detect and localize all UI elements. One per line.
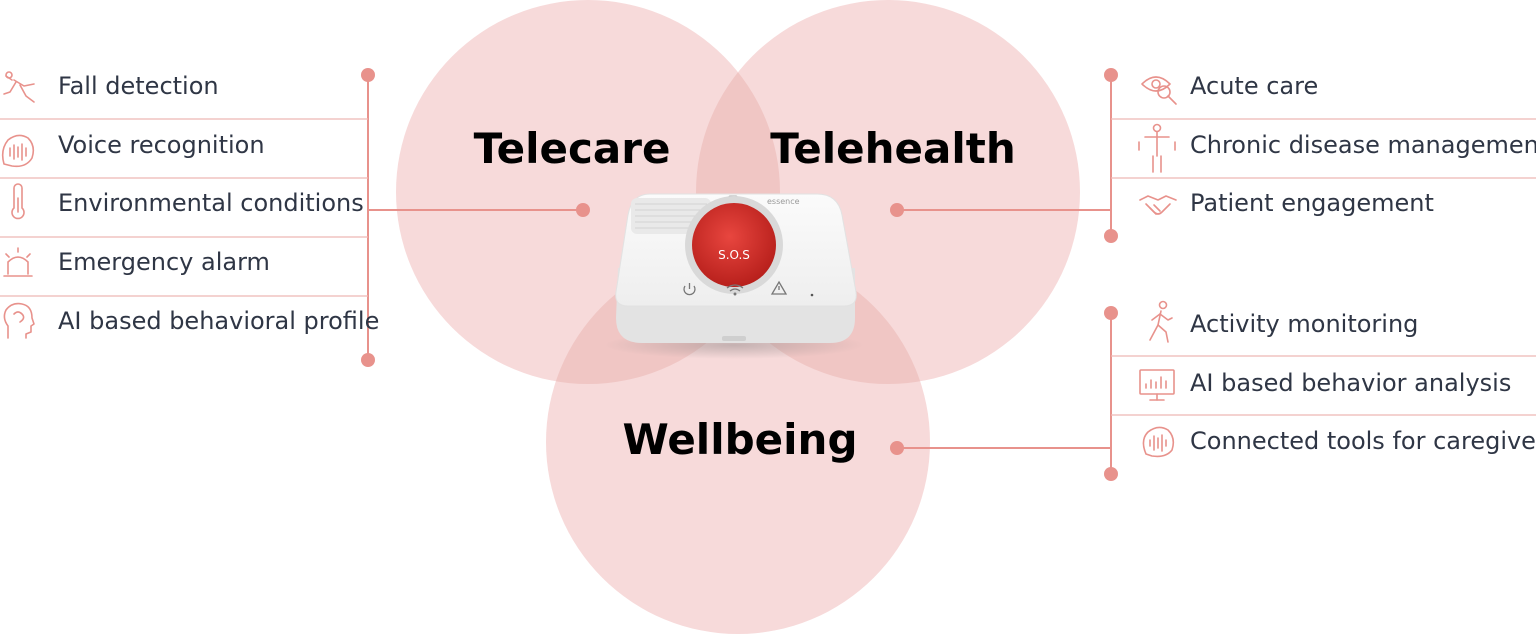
list-item-emergency-alarm: Emergency alarm — [3, 247, 270, 277]
sos-device: essence S.O.S — [604, 193, 864, 359]
list-item-label: Environmental conditions — [58, 189, 364, 217]
list-item-caregiver-tools: Connected tools for caregivers — [1142, 426, 1536, 458]
voice-icon — [1, 134, 35, 168]
telecare-connector-dot — [576, 203, 590, 217]
list-item-label: AI based behavioral profile — [58, 307, 379, 335]
list-item-label: Activity monitoring — [1190, 310, 1418, 338]
right-top-bracket-dot-bottom — [1104, 229, 1118, 243]
monitor-chart-icon — [1139, 369, 1175, 401]
list-item-ai-behavioral-profile: AI based behavioral profile — [3, 302, 379, 339]
right-bottom-feature-list: Activity monitoring AI based behavior an… — [1111, 300, 1536, 458]
thermometer-icon — [11, 183, 25, 220]
wellbeing-connector-dot — [890, 441, 904, 455]
list-item-patient-engagement: Patient engagement — [1139, 189, 1434, 217]
left-bracket-dot-top — [361, 68, 375, 82]
list-item-environmental-conditions: Environmental conditions — [11, 183, 364, 220]
list-item-label: Connected tools for caregivers — [1190, 427, 1536, 455]
device-port — [722, 336, 746, 341]
sos-button — [692, 203, 776, 287]
telehealth-title: Telehealth — [770, 124, 1016, 173]
eye-search-icon — [1141, 76, 1177, 105]
right-top-bracket-dot-top — [1104, 68, 1118, 82]
right-top-feature-list: Acute care Chronic disease management Pa… — [1111, 72, 1536, 217]
walking-person-icon — [1149, 300, 1173, 343]
list-item-label: Chronic disease management — [1190, 131, 1536, 159]
list-item-activity-monitoring: Activity monitoring — [1149, 300, 1418, 343]
list-item-behavior-analysis: AI based behavior analysis — [1139, 369, 1511, 401]
list-item-label: Fall detection — [58, 72, 219, 100]
warning-icon — [770, 280, 788, 295]
wifi-icon — [726, 284, 744, 296]
telecare-title: Telecare — [474, 124, 671, 173]
voice-wave-icon — [1142, 426, 1175, 458]
list-item-label: AI based behavior analysis — [1190, 369, 1511, 397]
right-bottom-bracket-dot-top — [1104, 306, 1118, 320]
list-item-label: Voice recognition — [58, 131, 265, 159]
siren-icon — [3, 247, 33, 277]
connectors — [361, 68, 1118, 481]
list-item-chronic-disease: Chronic disease management — [1138, 123, 1536, 173]
sos-button-label: S.O.S — [718, 248, 750, 262]
list-item-voice-recognition: Voice recognition — [1, 131, 265, 168]
list-item-label: Emergency alarm — [58, 248, 270, 276]
list-item-fall-detection: Fall detection — [3, 71, 219, 103]
left-bracket-dot-bottom — [361, 353, 375, 367]
list-item-acute-care: Acute care — [1141, 72, 1318, 105]
wellbeing-title: Wellbeing — [622, 415, 857, 464]
power-icon — [683, 283, 696, 296]
body-scan-icon — [1138, 123, 1176, 173]
brain-head-icon — [3, 302, 35, 339]
device-brand: essence — [767, 197, 800, 206]
list-item-label: Patient engagement — [1190, 189, 1434, 217]
right-bottom-bracket-dot-bottom — [1104, 467, 1118, 481]
left-feature-list: Fall detection Voice recognition Environ… — [0, 71, 379, 339]
device-led — [810, 293, 814, 297]
list-item-label: Acute care — [1190, 72, 1318, 100]
telehealth-connector-dot — [890, 203, 904, 217]
fall-icon — [3, 71, 35, 103]
handshake-icon — [1139, 195, 1177, 215]
